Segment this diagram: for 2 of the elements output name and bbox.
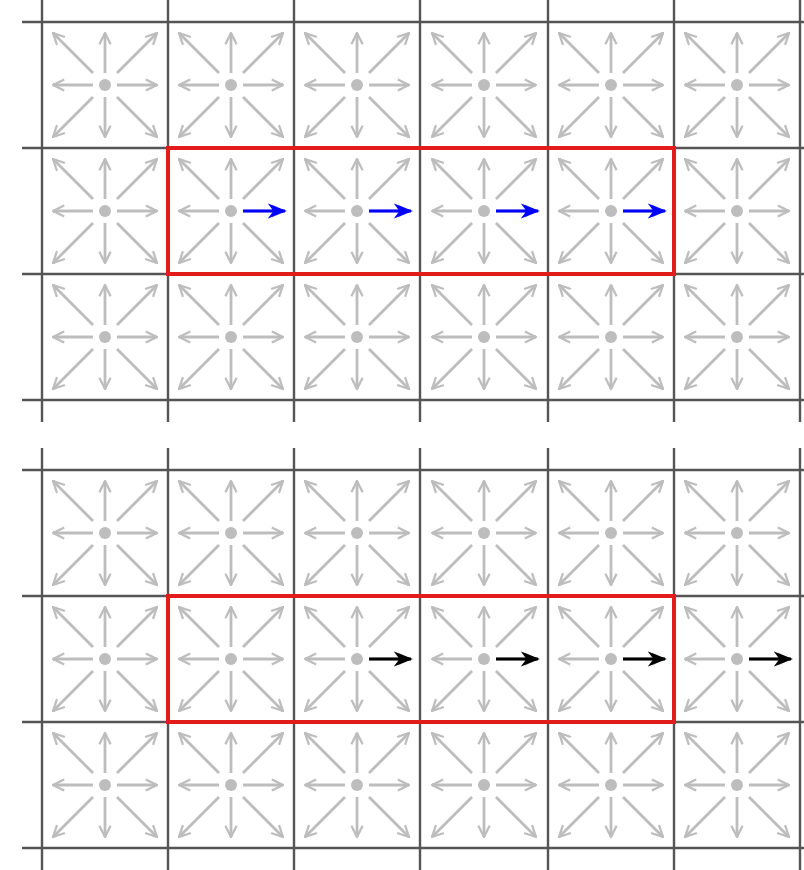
highlight-box bbox=[166, 594, 676, 724]
highlight-box bbox=[166, 146, 676, 276]
